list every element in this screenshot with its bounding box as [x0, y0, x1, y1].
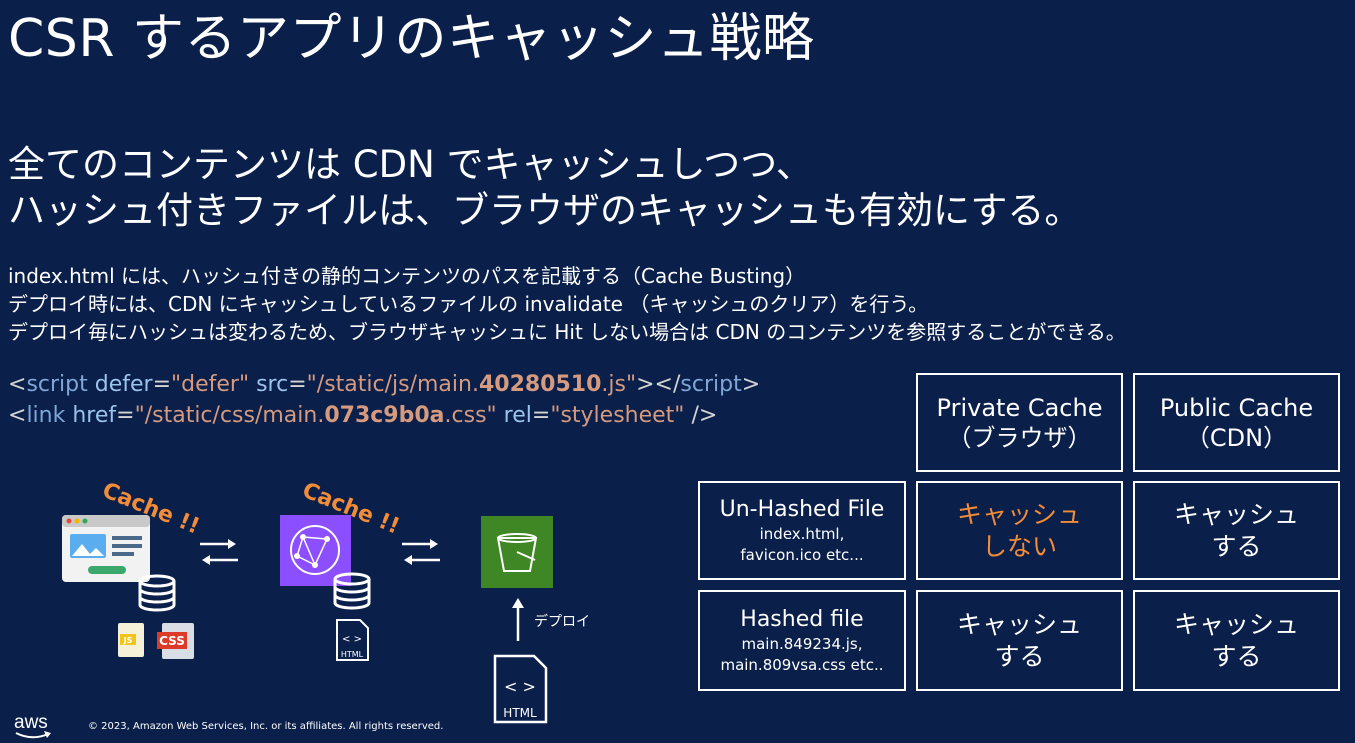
code-token: = — [152, 372, 172, 397]
body-text: index.html には、ハッシュ付きの静的コンテンツのパスを記載する（Cac… — [8, 262, 1126, 346]
aws-smile-icon — [15, 731, 51, 739]
code-token: < — [8, 372, 27, 397]
code-token: < — [8, 403, 27, 428]
code-token: "stylesheet" — [550, 403, 685, 428]
cell-unhashed-public: キャッシュ する — [1133, 481, 1340, 580]
body-line-3: デプロイ毎にハッシュは変わるため、ブラウザキャッシュに Hit しない場合は C… — [8, 320, 1126, 344]
html-label-small: HTML — [341, 650, 364, 659]
js-file-icon: JS — [118, 623, 144, 657]
code-token: defer — [94, 372, 153, 397]
cell-value: する — [994, 641, 1045, 671]
html-file-icon: < > HTML — [336, 619, 369, 661]
code-token: script — [680, 372, 742, 397]
header-label: Private Cache — [936, 393, 1103, 422]
code-token: rel — [503, 403, 532, 428]
header-label: Public Cache — [1159, 393, 1314, 422]
code-token: > — [741, 372, 761, 397]
header-private-cache: Private Cache （ブラウザ） — [916, 373, 1123, 472]
headline-line-1: 全てのコンテンツは CDN でキャッシュしつつ、 — [8, 143, 813, 186]
code-token: href — [72, 403, 117, 428]
code-token: link — [26, 403, 66, 428]
code-token: = — [116, 403, 135, 428]
code-glyph: < > — [342, 634, 362, 645]
headline: 全てのコンテンツは CDN でキャッシュしつつ、 ハッシュ付きファイルは、ブラウ… — [8, 142, 1081, 234]
body-line-2: デプロイ時には、CDN にキャッシュしているファイルの invalidate （… — [8, 292, 929, 316]
code-token: ></ — [636, 372, 681, 397]
header-sublabel: （ブラウザ） — [947, 423, 1092, 452]
cell-hashed-private: キャッシュ する — [916, 590, 1123, 691]
code-token: src — [256, 372, 289, 397]
row-title: Un-Hashed File — [719, 496, 885, 522]
slide-title: CSR するアプリのキャッシュ戦略 — [8, 9, 815, 69]
header-public-cache: Public Cache （CDN） — [1133, 373, 1340, 472]
deploy-label: デプロイ — [534, 614, 590, 630]
row-subtitle: main.849234.js, — [741, 634, 863, 653]
database-icon — [333, 572, 371, 610]
css-file-icon: CSS — [157, 623, 194, 659]
code-line-link: <link href="/static/css/main.073c9b0a.cs… — [8, 400, 760, 431]
code-glyph: < > — [504, 677, 536, 696]
cell-unhashed-private: キャッシュ しない — [916, 481, 1123, 580]
row-unhashed-file: Un-Hashed File index.html, favicon.ico e… — [698, 481, 906, 580]
row-subtitle: main.809vsa.css etc.. — [720, 655, 884, 674]
sync-arrows-icon — [200, 539, 238, 565]
aws-logo: aws — [14, 712, 48, 733]
cell-hashed-public: キャッシュ する — [1133, 590, 1340, 691]
code-token: = — [288, 372, 307, 397]
html-label-large: HTML — [503, 706, 537, 720]
body-line-1: index.html には、ハッシュ付きの静的コンテンツのパスを記載する（Cac… — [8, 264, 806, 288]
code-token: .css" — [444, 403, 497, 428]
cell-value: キャッシュ — [956, 609, 1082, 639]
code-line-script: <script defer="defer" src="/static/js/ma… — [8, 369, 760, 400]
code-token: = — [531, 403, 551, 428]
cell-value: キャッシュ — [1173, 499, 1299, 529]
cell-value: する — [1211, 531, 1262, 561]
copyright: © 2023, Amazon Web Services, Inc. or its… — [88, 721, 444, 732]
code-token: "/static/css/main. — [134, 403, 325, 428]
headline-line-2: ハッシュ付きファイルは、ブラウザのキャッシュも有効にする。 — [8, 189, 1082, 232]
cell-value: する — [1211, 641, 1262, 671]
code-token: /> — [691, 403, 718, 428]
cell-value: キャッシュ — [1173, 609, 1299, 639]
s3-bucket-icon — [481, 516, 553, 588]
code-hash: 40280510 — [478, 372, 602, 397]
header-sublabel: （CDN） — [1185, 423, 1288, 452]
cell-value: キャッシュ — [956, 499, 1082, 529]
cell-value: しない — [981, 531, 1057, 561]
code-token: script — [26, 372, 88, 397]
code-token: "defer" — [171, 372, 250, 397]
database-icon — [138, 574, 176, 612]
html-file-icon-large: < > HTML — [493, 654, 548, 724]
row-hashed-file: Hashed file main.849234.js, main.809vsa.… — [698, 590, 906, 691]
js-label: JS — [123, 636, 133, 645]
code-block: <script defer="defer" src="/static/js/ma… — [8, 369, 760, 431]
row-subtitle: index.html, — [759, 524, 845, 543]
architecture-diagram: JS CSS < > HTML — [62, 515, 553, 724]
row-subtitle: favicon.ico etc... — [740, 545, 864, 564]
code-token: "/static/js/main. — [306, 372, 479, 397]
browser-icon — [62, 515, 150, 582]
code-token: .js" — [601, 372, 637, 397]
css-label: CSS — [159, 634, 185, 648]
sync-arrows-icon — [402, 539, 440, 565]
deploy-arrow-icon — [512, 598, 524, 641]
code-hash: 073c9b0a — [324, 403, 445, 428]
row-title: Hashed file — [740, 606, 864, 632]
